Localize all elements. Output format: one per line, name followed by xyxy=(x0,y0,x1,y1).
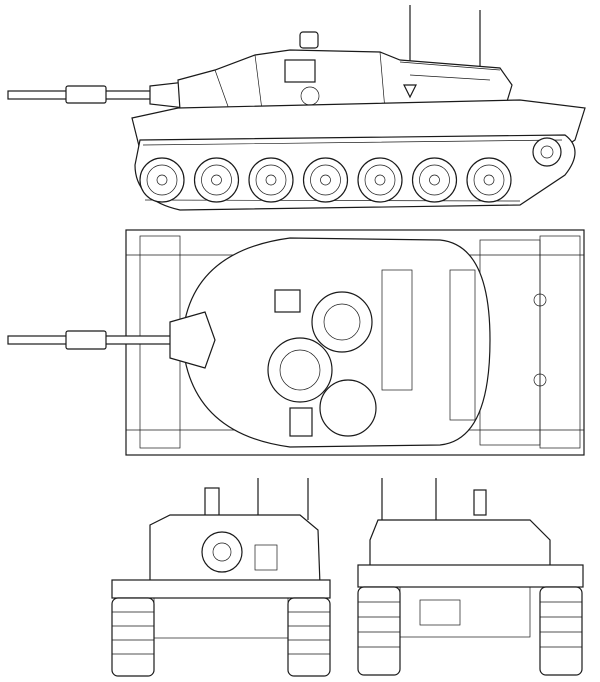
road-wheel xyxy=(374,174,386,186)
road-wheel xyxy=(419,164,450,196)
side-track xyxy=(134,134,576,211)
front-gun-muzzle xyxy=(204,487,220,519)
road-wheel xyxy=(466,157,512,203)
front-left-track xyxy=(111,597,155,677)
road-wheel xyxy=(364,164,396,196)
side-view xyxy=(7,5,586,211)
road-wheel xyxy=(302,157,349,203)
top-gun-barrel xyxy=(7,311,216,369)
road-wheel xyxy=(411,157,458,203)
road-wheel xyxy=(265,174,277,186)
side-drive-sprocket xyxy=(532,137,562,167)
road-wheel xyxy=(156,174,168,186)
side-gun-barrel xyxy=(7,81,186,109)
road-wheel xyxy=(357,157,403,203)
rear-hull xyxy=(357,564,584,588)
road-wheel xyxy=(193,157,240,203)
road-wheel xyxy=(429,174,440,186)
road-wheel xyxy=(139,157,185,203)
road-wheel xyxy=(310,164,341,196)
road-wheel xyxy=(320,174,331,186)
road-wheel xyxy=(473,164,505,196)
top-gunner-sight xyxy=(311,291,373,353)
rear-view xyxy=(357,478,584,676)
rear-left-track xyxy=(357,586,401,676)
side-road-wheels xyxy=(139,157,512,203)
top-hatch xyxy=(319,379,377,437)
road-wheel xyxy=(211,174,222,186)
road-wheel xyxy=(248,157,294,203)
road-wheel xyxy=(201,164,232,196)
road-wheel xyxy=(483,174,495,186)
rear-right-track xyxy=(539,586,583,676)
top-commander-cupola xyxy=(267,337,333,403)
road-wheel xyxy=(146,164,178,196)
rear-turret xyxy=(369,519,551,569)
road-wheel xyxy=(255,164,287,196)
front-view xyxy=(111,478,331,677)
top-view xyxy=(7,229,585,456)
front-right-track xyxy=(287,597,331,677)
front-hull xyxy=(111,579,331,599)
